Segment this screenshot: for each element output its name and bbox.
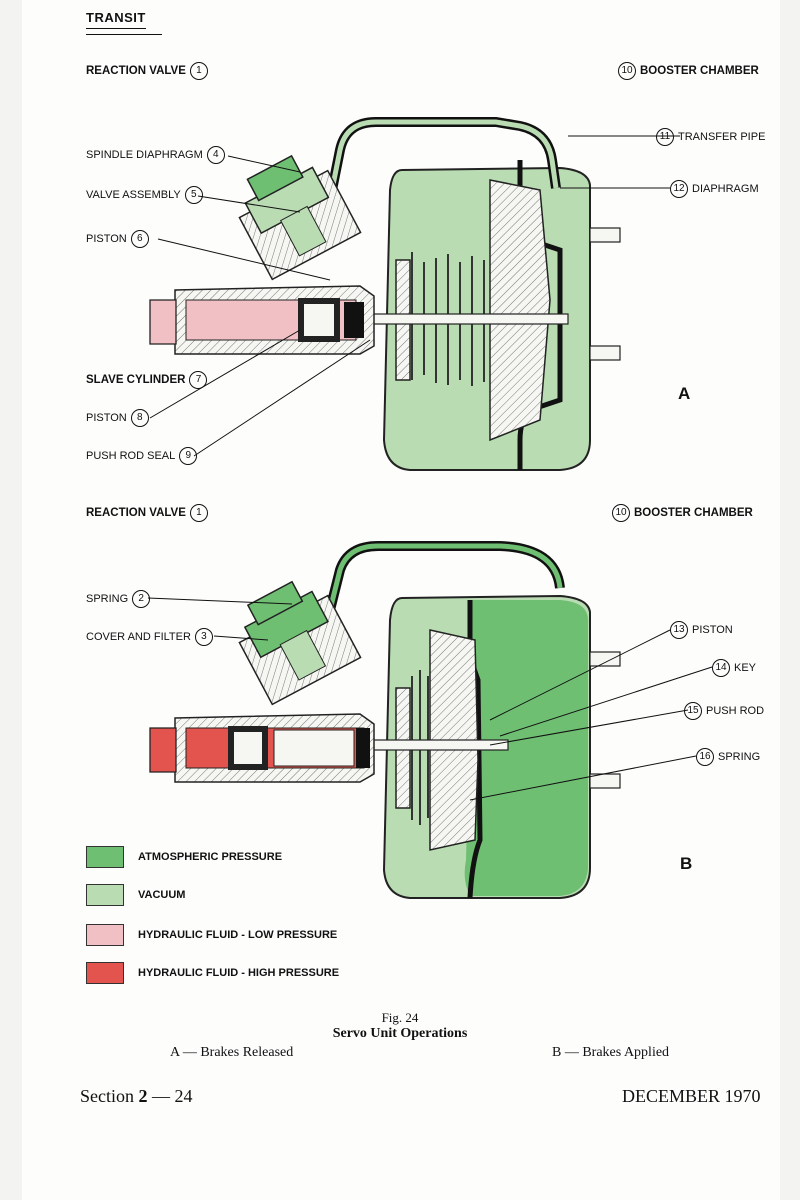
reaction-valve-b <box>238 580 362 706</box>
callout-11: 11 <box>656 128 674 146</box>
callout-1-a: 1 <box>189 62 208 80</box>
piston-casting-a <box>489 179 551 442</box>
legend-label-vacuum: VACUUM <box>138 889 186 901</box>
caption-b: B — Brakes Applied <box>552 1045 670 1060</box>
callout-13: 13 <box>670 621 688 639</box>
legend-swatch-fluid-low <box>86 924 124 946</box>
footer-date: DECEMBER 1970 <box>622 1086 761 1106</box>
diagram-b <box>147 541 713 899</box>
callout-4: 4 <box>206 146 225 164</box>
figure-number: Fig. 24 <box>381 1010 419 1025</box>
callout-15: 15 <box>684 702 702 720</box>
reaction-valve-a <box>238 154 362 281</box>
legend-label-fluid-high: HYDRAULIC FLUID - HIGH PRESSURE <box>138 967 340 979</box>
panel-letter-a: A <box>678 384 691 403</box>
push-rod-a <box>367 313 569 325</box>
callout-12: 12 <box>670 180 688 198</box>
atmospheric-region-b <box>464 600 588 896</box>
legend-swatch-atmospheric <box>86 846 124 868</box>
callout-3: 3 <box>194 628 213 646</box>
header-title: TRANSIT <box>86 10 146 29</box>
callout-5: 5 <box>184 186 203 204</box>
caption-a: A — Brakes Released <box>170 1045 294 1060</box>
callout-16: 16 <box>696 748 714 766</box>
callout-2: 2 <box>132 590 151 608</box>
push-rod-b <box>367 739 509 751</box>
figure-title: Servo Unit Operations <box>332 1026 468 1041</box>
callout-10-a: 10 <box>618 62 636 80</box>
callout-14: 14 <box>712 659 730 677</box>
callout-7: 7 <box>189 371 208 389</box>
callout-6: 6 <box>130 230 149 248</box>
legend-label-atmospheric: ATMOSPHERIC PRESSURE <box>138 851 283 863</box>
callout-8: 8 <box>130 409 149 427</box>
callout-9: 9 <box>179 447 198 465</box>
legend-swatch-fluid-high <box>86 962 124 984</box>
legend-label-fluid-low: HYDRAULIC FLUID - LOW PRESSURE <box>138 929 338 941</box>
header-rule <box>86 34 162 35</box>
footer-section: Section 2 — 24 <box>80 1086 193 1106</box>
diagram-a <box>149 117 680 471</box>
legend-swatch-vacuum <box>86 884 124 906</box>
callout-1-b: 1 <box>189 504 208 522</box>
panel-letter-b: B <box>680 854 693 873</box>
callout-10-b: 10 <box>612 504 630 522</box>
